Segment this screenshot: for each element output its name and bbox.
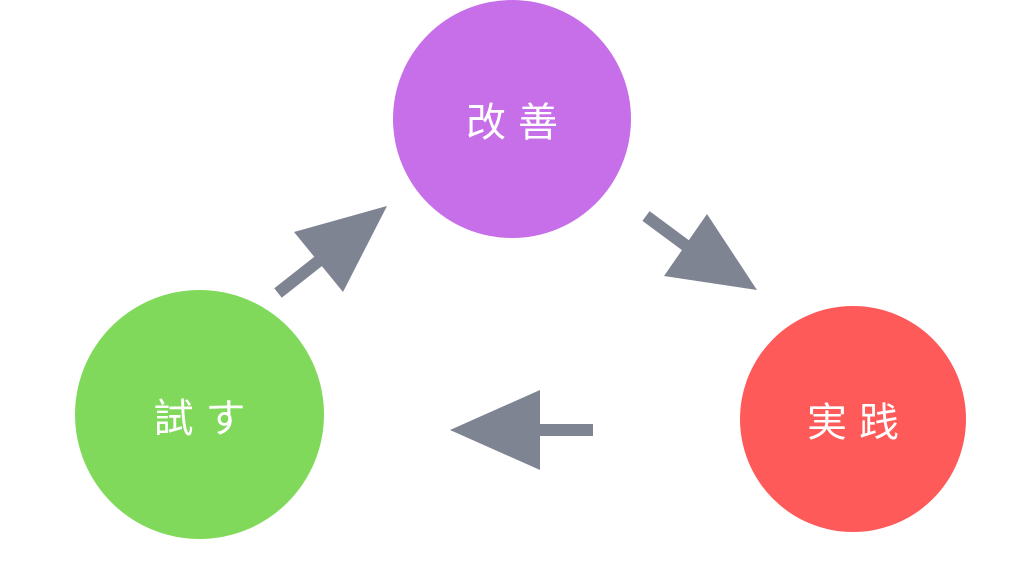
arrow-practice-to-try (450, 390, 593, 470)
node-try-label: 試す (153, 395, 258, 442)
node-improve-label: 改善 (466, 100, 570, 146)
node-practice: 実践 (740, 306, 966, 532)
arrow-try-to-improve (274, 206, 387, 298)
node-practice-label: 実践 (807, 400, 911, 446)
arrow-improve-to-practice (642, 211, 757, 290)
node-improve: 改善 (393, 0, 631, 238)
node-try: 試す (75, 290, 324, 539)
